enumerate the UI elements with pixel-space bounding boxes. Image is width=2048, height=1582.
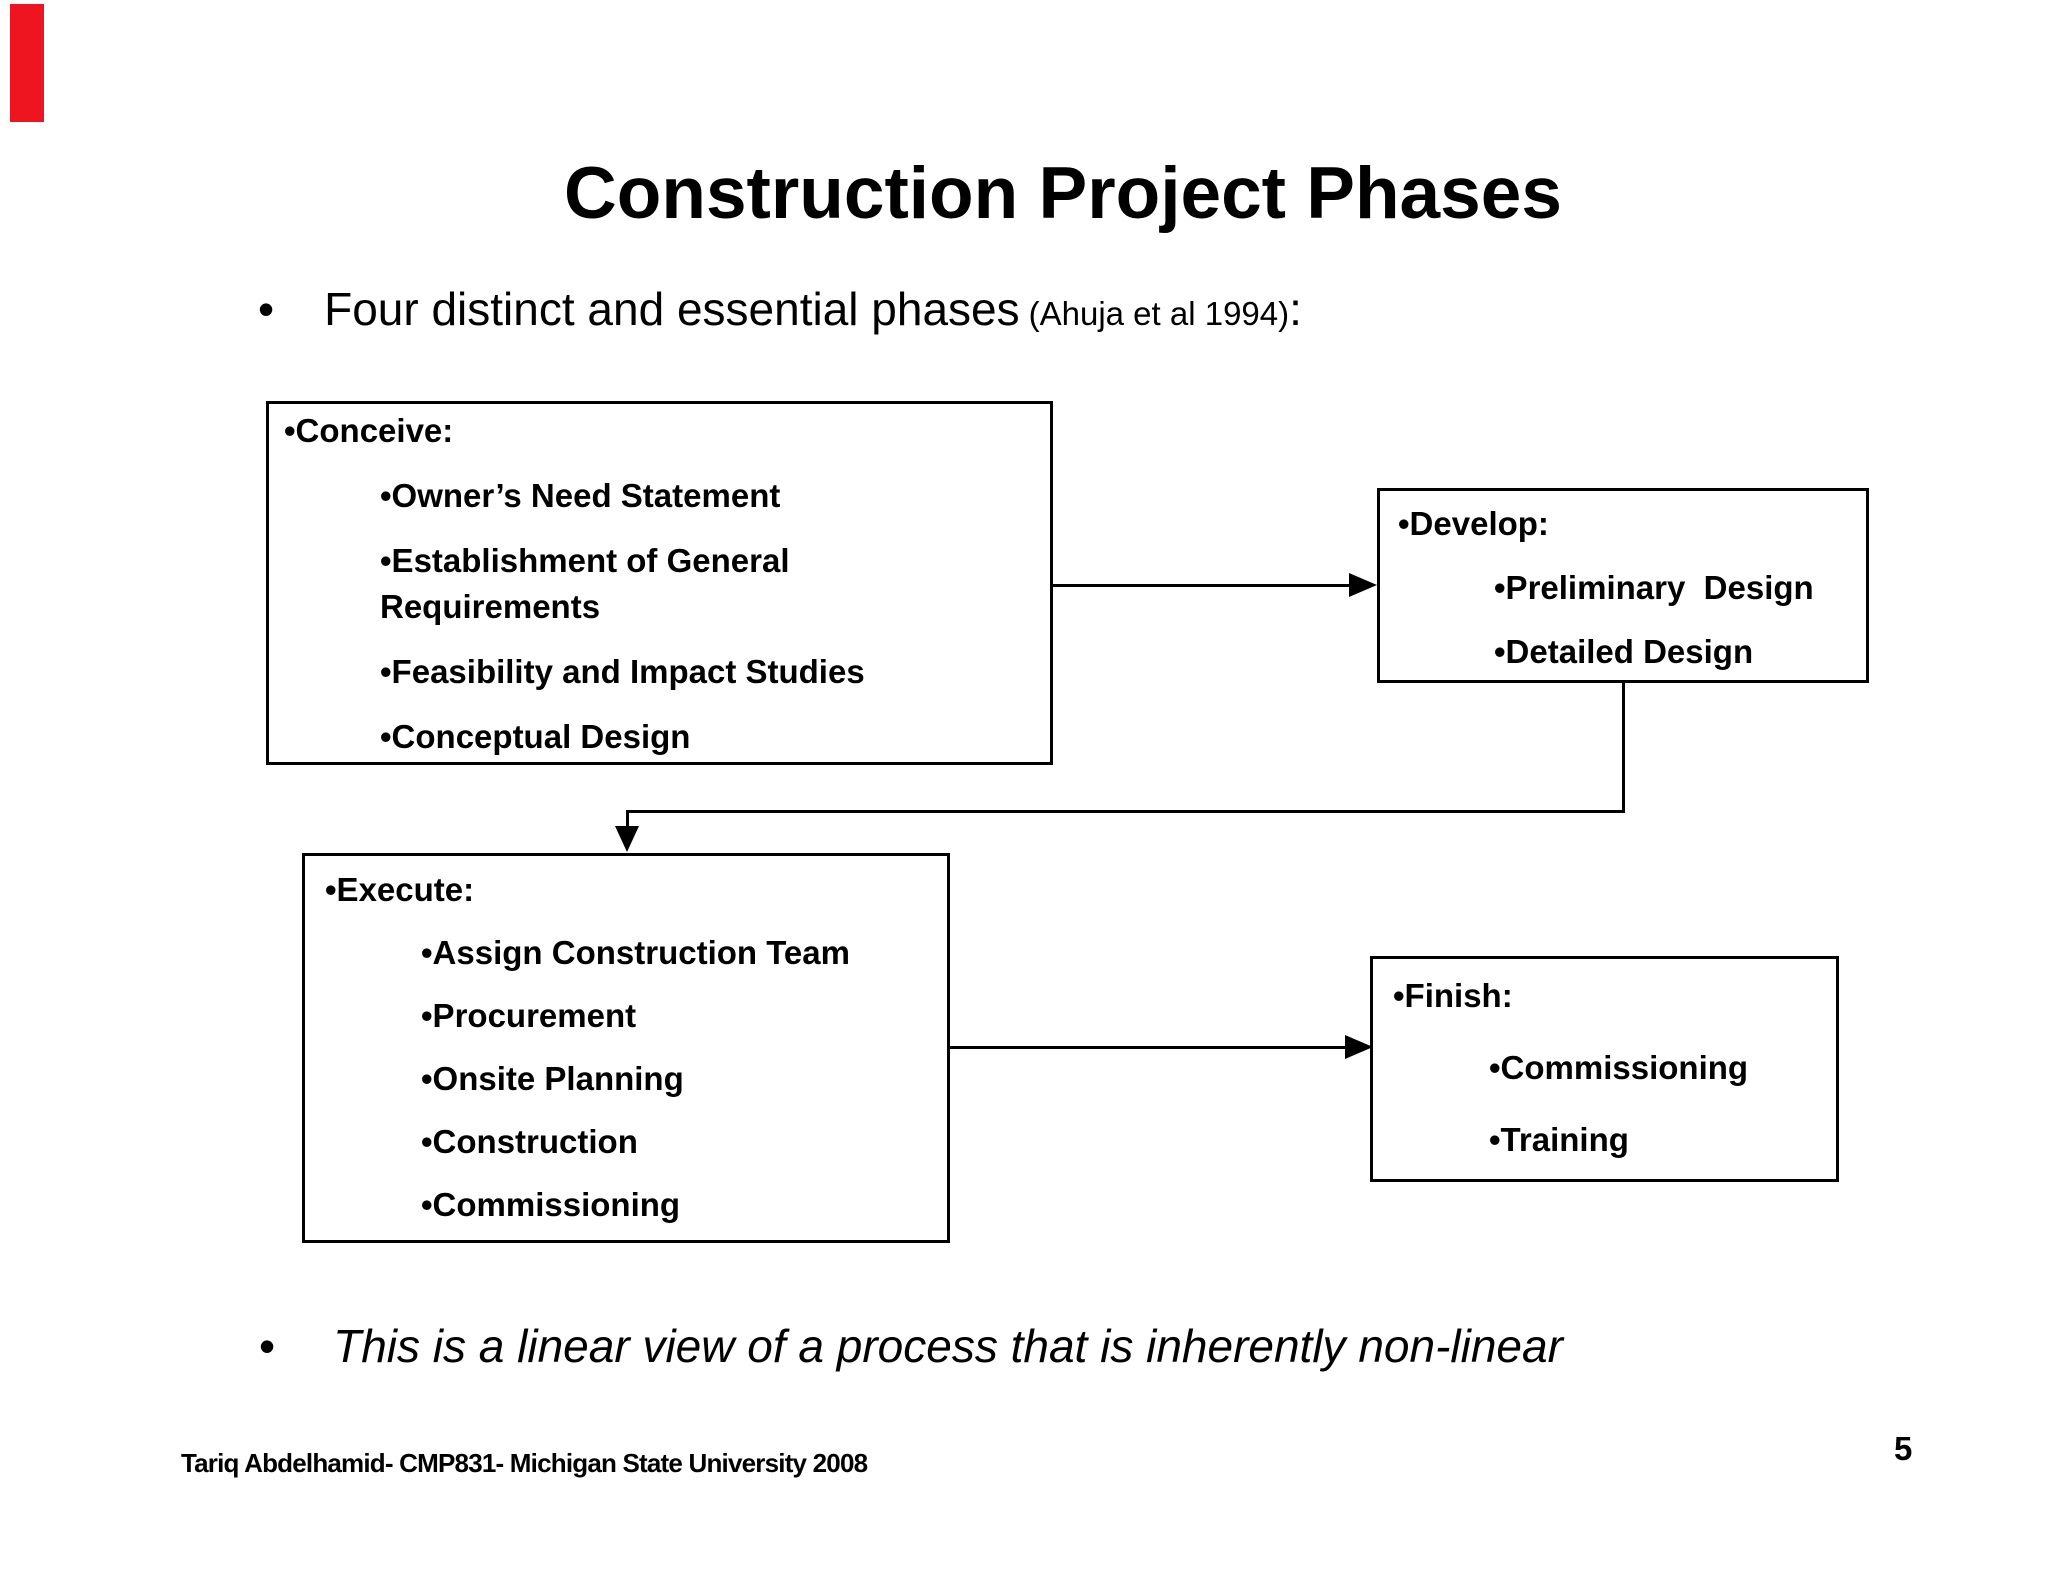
intro-citation: (Ahuja et al 1994) [1028, 295, 1290, 332]
connector-develop-to-execute-line [626, 810, 1625, 813]
connector-develop-down-line [1622, 683, 1625, 813]
arrow-down-icon [615, 826, 639, 852]
execute-item: •Commissioning [421, 1186, 681, 1223]
finish-item: •Training [1489, 1121, 1629, 1158]
bullet-marker: • [259, 1320, 276, 1372]
arrow-execute-to-finish-line [950, 1046, 1345, 1049]
develop-heading: •Develop: [1398, 505, 1549, 542]
conceive-item: •Conceptual Design [380, 718, 691, 755]
red-accent-bar [10, 4, 44, 122]
execute-item: •Construction [421, 1123, 638, 1160]
closing-bullet-text: This is a linear view of a process that … [333, 1320, 1563, 1372]
conceive-item: •Feasibility and Impact Studies [380, 653, 865, 690]
bullet-marker: • [258, 283, 275, 335]
phase-box-execute: •Execute: •Assign Construction Team •Pro… [302, 853, 950, 1243]
develop-item: •Preliminary Design [1494, 569, 1814, 606]
conceive-item: •Establishment of General Requirements [380, 542, 790, 625]
intro-bullet-text: Four distinct and essential phases [324, 283, 1020, 335]
phase-box-finish: •Finish: •Commissioning •Training [1370, 956, 1839, 1182]
finish-heading: •Finish: [1393, 977, 1513, 1014]
phase-box-conceive: •Conceive: •Owner’s Need Statement •Esta… [266, 401, 1053, 765]
execute-item: •Assign Construction Team [421, 934, 850, 971]
page-number: 5 [1894, 1430, 1913, 1467]
develop-item: •Detailed Design [1494, 633, 1754, 670]
connector-execute-drop-line [626, 810, 629, 830]
conceive-heading: •Conceive: [284, 412, 454, 449]
execute-item: •Procurement [421, 997, 637, 1034]
slide-title: Construction Project Phases [564, 153, 1562, 234]
execute-item: •Onsite Planning [421, 1060, 684, 1097]
intro-bullet-line: • Four distinct and essential phases(Ahuj… [258, 281, 1302, 342]
execute-heading: •Execute: [325, 871, 475, 908]
arrow-right-icon [1345, 1035, 1373, 1059]
arrow-right-icon [1349, 573, 1377, 597]
footer-credit: Tariq Abdelhamid- CMP831- Michigan State… [181, 1448, 868, 1478]
finish-item: •Commissioning [1489, 1049, 1749, 1086]
closing-bullet-line: • This is a linear view of a process that… [259, 1318, 1563, 1374]
arrow-conceive-to-develop-line [1053, 584, 1349, 587]
phase-box-develop: •Develop: •Preliminary Design •Detailed … [1377, 488, 1869, 683]
intro-colon: : [1289, 283, 1302, 335]
conceive-item: •Owner’s Need Statement [380, 477, 781, 514]
